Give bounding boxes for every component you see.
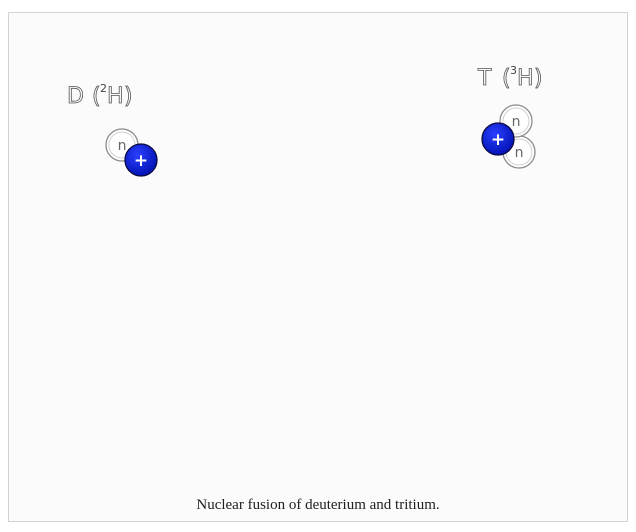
tritium-element: H [517,66,534,91]
svg-text:n: n [118,138,127,154]
figure-caption: Nuclear fusion of deuterium and tritium. [8,497,628,514]
proton: + [482,123,514,155]
deuterium-symbol: D [67,84,84,109]
svg-text:n: n [515,145,524,161]
tritium-label: T ( 3 H ) [477,64,543,91]
tritium-mass-number: 3 [510,64,517,77]
deuterium-close-paren: ) [124,84,133,109]
deuterium-mass-number: 2 [100,82,107,95]
svg-text:+: + [134,151,148,171]
proton: + [125,144,157,176]
deuterium-label: D ( 2 H ) [67,82,133,109]
deuterium-nucleus: n + [106,129,157,176]
deuterium-element: H [107,84,124,109]
tritium-close-paren: ) [534,66,543,91]
svg-text:+: + [491,130,505,150]
svg-text:n: n [512,114,521,130]
tritium-symbol: T [477,66,492,91]
tritium-nucleus: n n + [482,105,535,168]
